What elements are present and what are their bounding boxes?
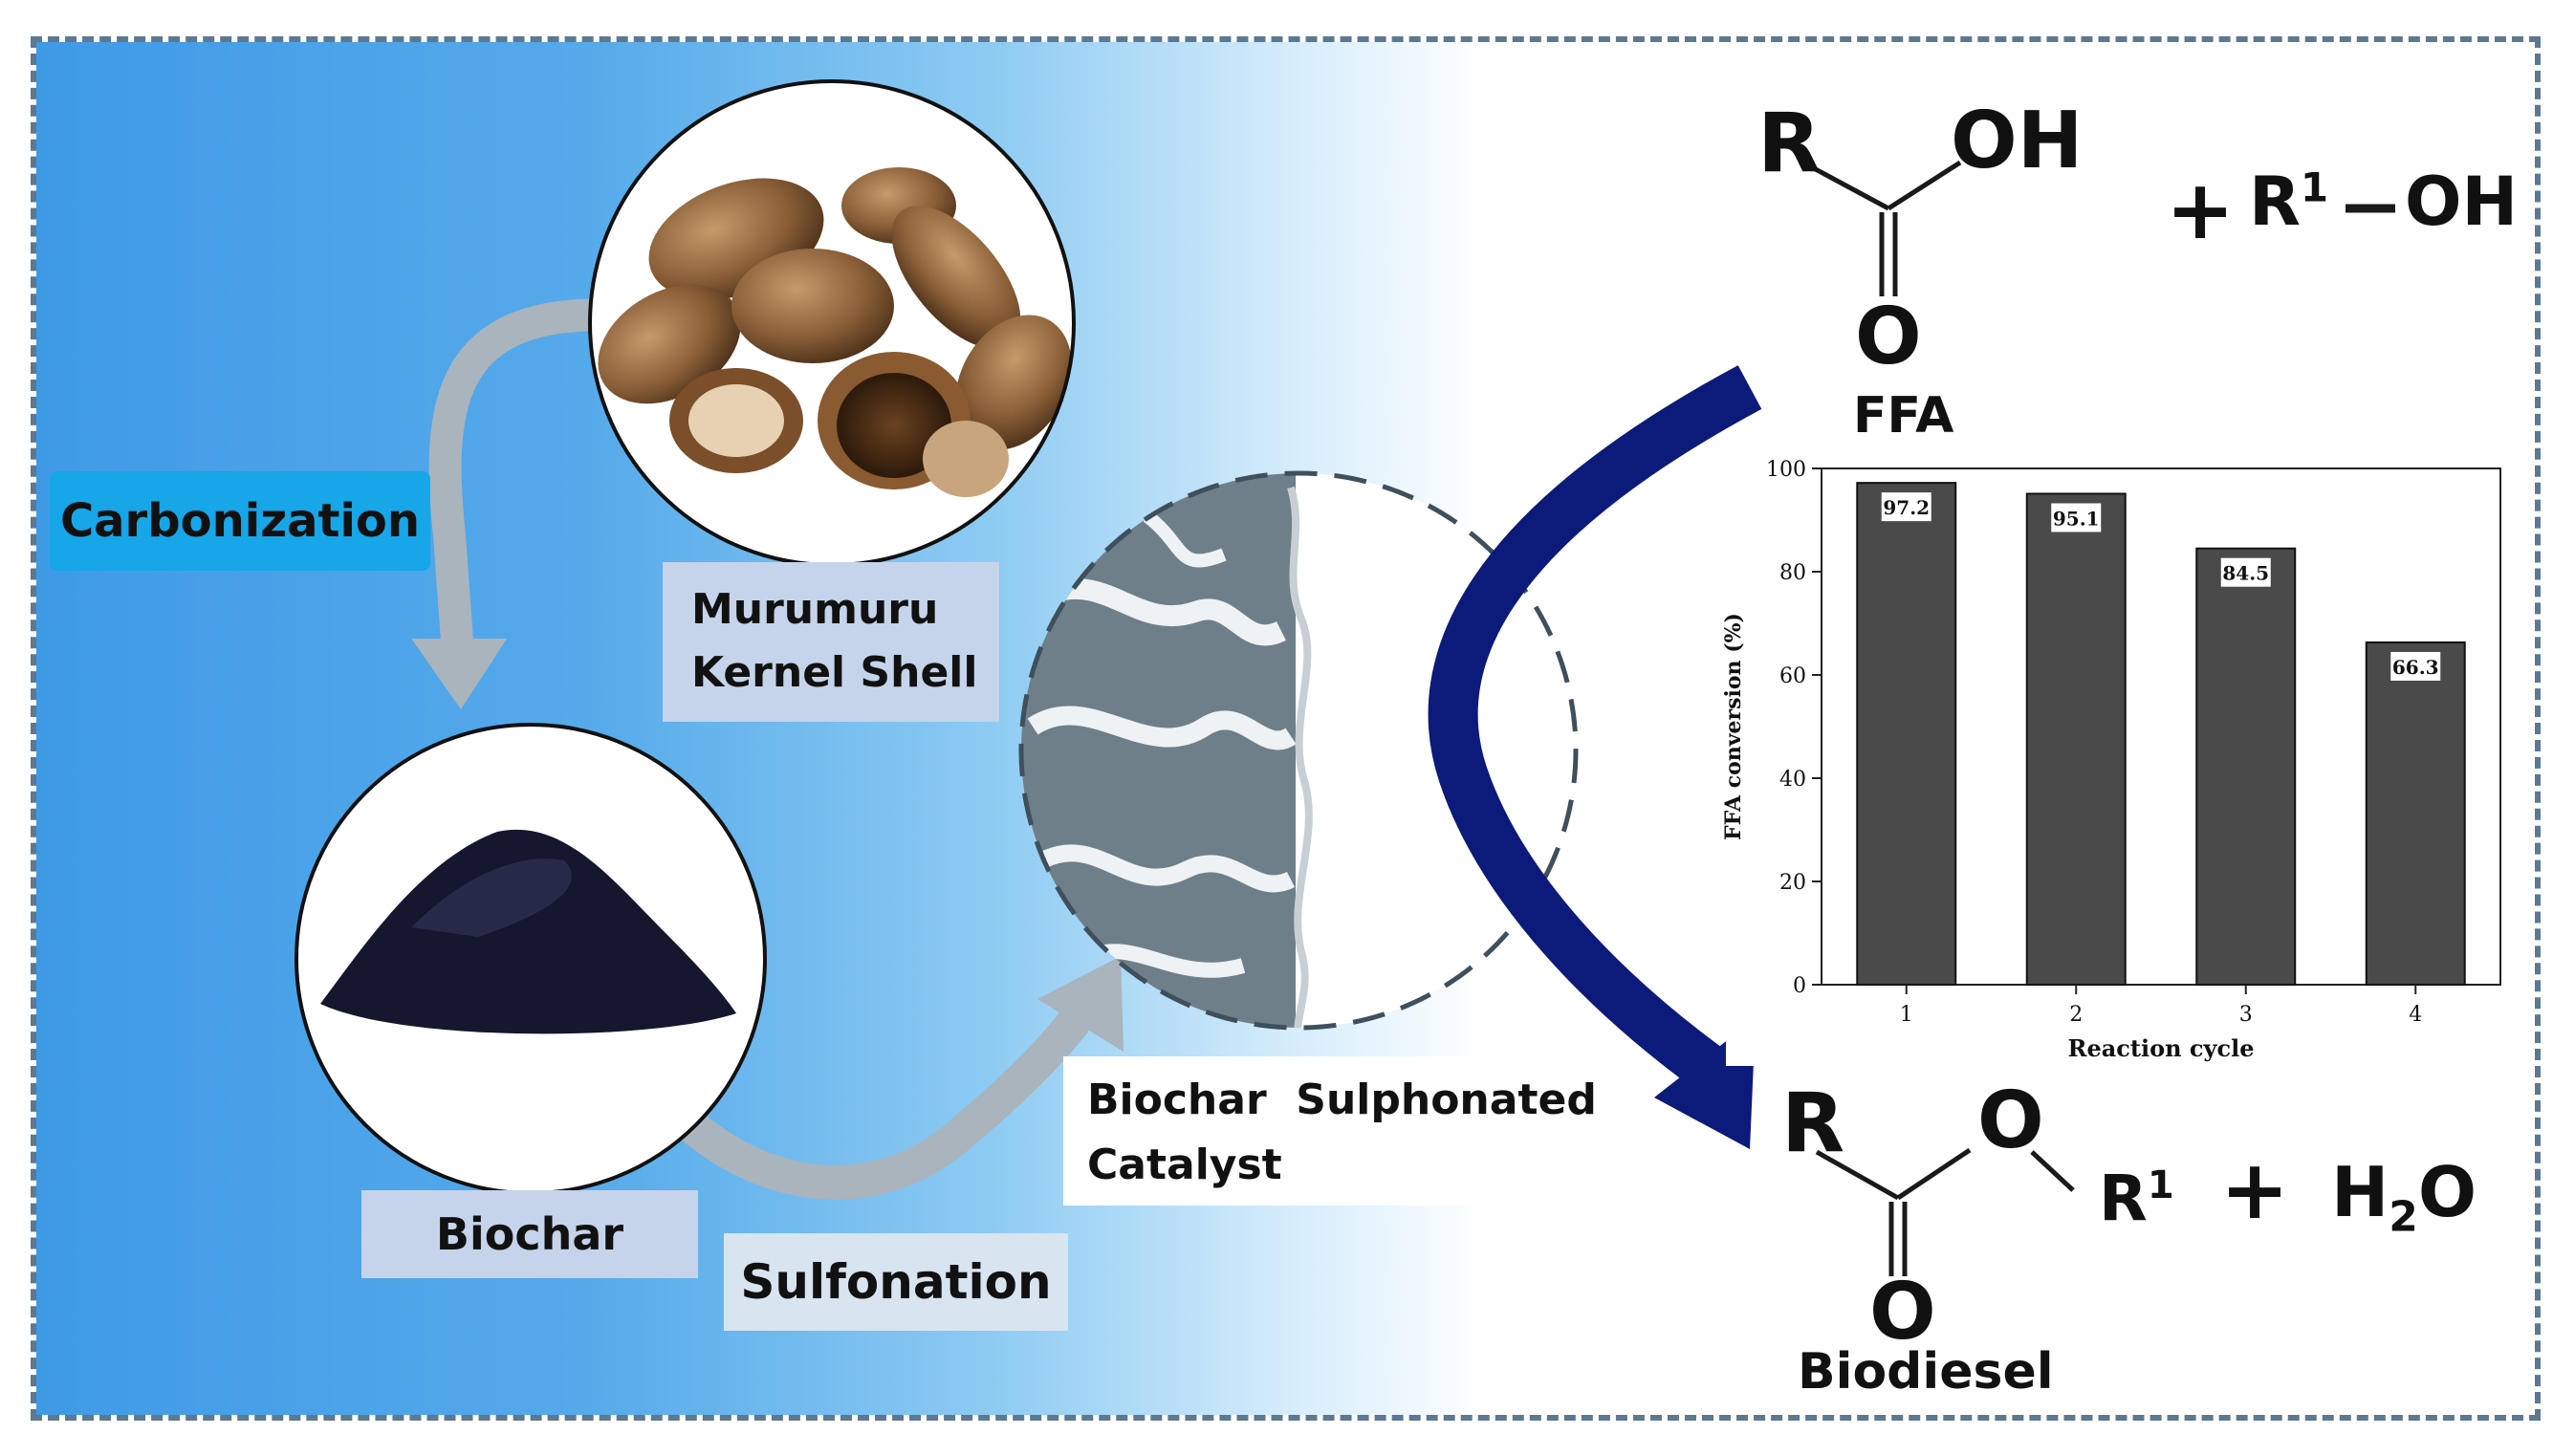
chart-y-tick-label-60: 60 [1779, 664, 1806, 688]
chart-y-tick-label-0: 0 [1793, 974, 1806, 998]
ester-r: R [1781, 1076, 1845, 1171]
chart-data-label-3: 84.5 [2222, 562, 2269, 585]
chart-y-tick-label-80: 80 [1779, 561, 1806, 585]
biodiesel-structure-bonds [1815, 1147, 2075, 1276]
chart-bar-cycle-4 [2365, 641, 2466, 986]
plus-sign-1: + [2166, 163, 2236, 258]
water-h: H [2331, 1152, 2390, 1232]
alcohol-r: R1 [2249, 163, 2328, 241]
chart-y-tick-label-20: 20 [1779, 871, 1806, 895]
water-o: O [2417, 1152, 2477, 1232]
plus-sign-2: + [2220, 1142, 2290, 1238]
alcohol-oh: OH [2405, 163, 2519, 241]
ester-r1-superscript: 1 [2147, 1163, 2174, 1207]
chart-y-axis-label: FFA conversion (%) [1721, 613, 1746, 840]
catalyst-label: Biochar Sulphonated Catalyst [1063, 1056, 1597, 1206]
ester-o-single: O [1977, 1076, 2044, 1166]
chart-x-axis-label: Reaction cycle [2068, 1034, 2255, 1062]
acid-oh: OH [1951, 96, 2084, 186]
chart-data-label-box-4 [2390, 651, 2441, 681]
biodiesel-label: Biodiesel [1798, 1343, 2054, 1401]
ester-r1: R1 [2099, 1162, 2174, 1235]
acid-o: O [1855, 292, 1922, 382]
chart-bar-cycle-2 [2025, 492, 2127, 986]
carbonization-label: Carbonization [50, 471, 430, 571]
sulfonation-arrow [677, 1003, 1095, 1200]
catalyst-text-line2: Catalyst [1087, 1141, 1282, 1189]
chart-x-tick-label-4: 4 [2409, 1003, 2422, 1027]
sulfonation-arrowhead [1037, 956, 1124, 1052]
chart-data-label-box-2 [2051, 503, 2102, 532]
chart-y-tick-label-40: 40 [1779, 768, 1806, 792]
acid-r: R [1757, 96, 1822, 191]
murumuru-label: Murumuru Kernel Shell [663, 562, 999, 722]
chart-bar-cycle-1 [1856, 482, 1957, 986]
chart-data-label-2: 95.1 [2053, 507, 2100, 530]
chart-x-tick-label-3: 3 [2239, 1003, 2253, 1027]
chart-plot-frame [1821, 467, 2501, 986]
chart-bar-cycle-3 [2195, 547, 2297, 986]
chart-data-label-1: 97.2 [1883, 496, 1930, 519]
catalyst-text-line1: Biochar Sulphonated [1087, 1076, 1597, 1124]
alcohol-r-superscript: 1 [2300, 163, 2329, 211]
ffa-structure-bonds [1810, 160, 1962, 296]
sulfonation-text: Sulfonation [740, 1254, 1052, 1310]
reaction-arrow [1428, 365, 1762, 1092]
chart-x-tick-label-2: 2 [2069, 1003, 2083, 1027]
sulfonation-label: Sulfonation [724, 1233, 1068, 1331]
alcohol-r-letter: R [2249, 163, 2301, 241]
carbonization-text: Carbonization [59, 494, 421, 548]
chart-data-label-box-1 [1881, 492, 1931, 522]
biochar-text: Biochar [435, 1208, 624, 1260]
chart-y-tick-label-100: 100 [1766, 458, 1806, 482]
chart-data-label-4: 66.3 [2392, 656, 2439, 679]
murumuru-text-line1: Murumuru [691, 585, 939, 634]
biochar-image [295, 723, 767, 1195]
ester-r1-letter: R [2099, 1162, 2148, 1235]
murumuru-text-line2: Kernel Shell [691, 648, 978, 697]
carbonization-arrow [428, 298, 622, 642]
ffa-label: FFA [1853, 387, 1954, 445]
water-formula: H2O [2331, 1152, 2477, 1241]
ester-o-double: O [1869, 1267, 1936, 1358]
chart-x-tick-label-1: 1 [1900, 1003, 1913, 1027]
murumuru-shell-image [588, 79, 1076, 567]
biochar-label: Biochar [361, 1190, 698, 1278]
chart-data-label-box-3 [2220, 557, 2271, 587]
water-subscript: 2 [2389, 1192, 2418, 1242]
carbonization-arrowhead [411, 639, 507, 709]
